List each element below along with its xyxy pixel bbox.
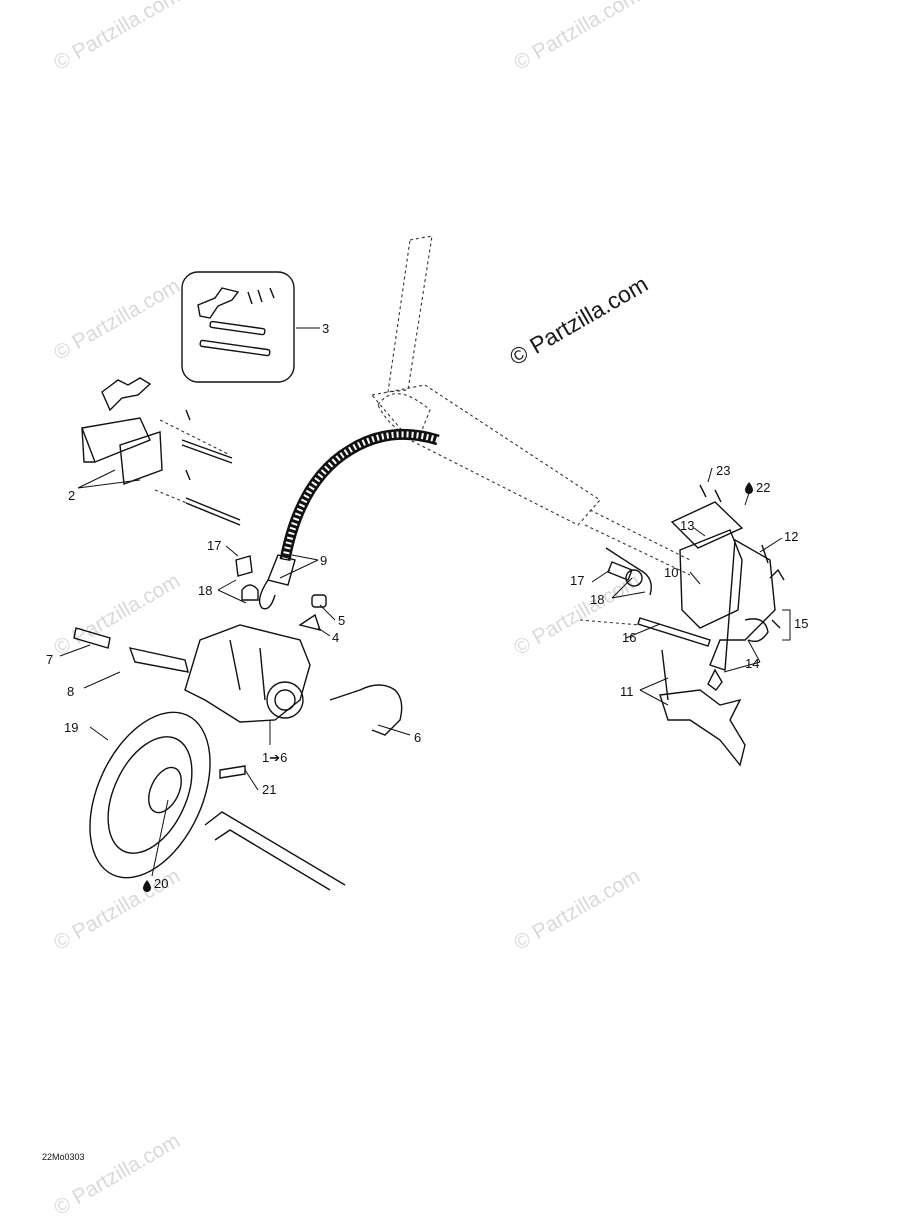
callout-9: 9 bbox=[320, 553, 327, 568]
callout-23: 23 bbox=[716, 463, 730, 478]
callout-15: 15 bbox=[794, 616, 808, 631]
callout-10: 10 bbox=[664, 565, 678, 580]
callout-13: 13 bbox=[680, 518, 694, 533]
callout-17-right: 17 bbox=[570, 573, 584, 588]
callout-14: 14 bbox=[745, 656, 759, 671]
callout-6: 6 bbox=[414, 730, 421, 745]
handlebar bbox=[370, 235, 691, 576]
callout-12: 12 bbox=[784, 529, 798, 544]
callout-19: 19 bbox=[64, 720, 78, 735]
callout-20: 20 bbox=[154, 876, 168, 891]
leader-lines bbox=[59, 327, 791, 877]
master-cylinder bbox=[579, 484, 785, 767]
lubricant-drop-icon bbox=[745, 482, 753, 494]
callout-3: 3 bbox=[322, 321, 329, 336]
caliper bbox=[73, 555, 403, 736]
brake-hose bbox=[258, 428, 652, 610]
callout-21: 21 bbox=[262, 782, 276, 797]
callout-7: 7 bbox=[46, 652, 53, 667]
callout-20-group: 20 bbox=[143, 876, 168, 892]
diagram-code: 22Mo0303 bbox=[42, 1152, 85, 1162]
callout-11: 11 bbox=[620, 684, 634, 699]
brake-disc bbox=[89, 711, 346, 891]
callout-16: 16 bbox=[622, 630, 636, 645]
callout-2: 2 bbox=[68, 488, 75, 503]
callout-22: 22 bbox=[756, 480, 770, 495]
callout-8: 8 bbox=[67, 684, 74, 699]
pad-kit-box bbox=[181, 271, 295, 383]
callout-17: 17 bbox=[207, 538, 221, 553]
brake-pads bbox=[81, 377, 241, 526]
callout-1-6: 1➔6 bbox=[262, 750, 287, 765]
callout-18-right: 18 bbox=[590, 592, 604, 607]
callout-22-group: 22 bbox=[745, 480, 770, 495]
lubricant-drop-icon bbox=[143, 880, 151, 892]
callout-5: 5 bbox=[338, 613, 345, 628]
callout-18: 18 bbox=[198, 583, 212, 598]
callout-4: 4 bbox=[332, 630, 339, 645]
